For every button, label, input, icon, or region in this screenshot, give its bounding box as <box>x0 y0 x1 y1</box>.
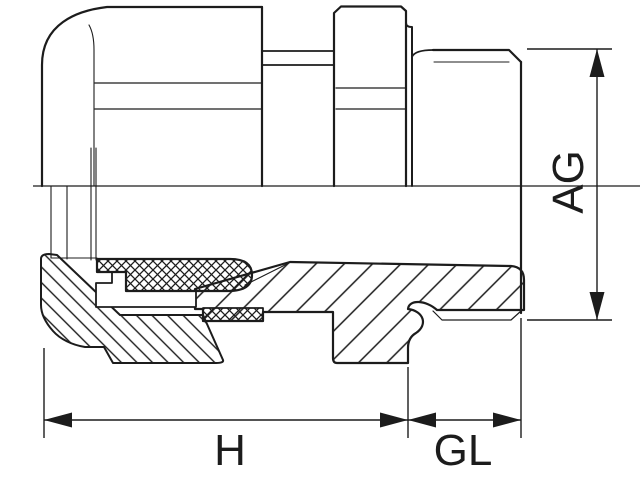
external-view-top-half <box>40 5 523 315</box>
gland-body-section <box>193 260 526 365</box>
section-view-bottom-half <box>40 147 526 365</box>
seal-insert-section <box>95 257 254 293</box>
hex-body-outline <box>332 5 408 188</box>
dim-label-ag: AG <box>544 150 593 214</box>
dimensions <box>43 48 612 438</box>
dim-label-h: H <box>214 426 246 475</box>
bore-edges <box>50 147 98 261</box>
neck-outline <box>261 50 335 66</box>
cap-nut-section <box>40 253 225 364</box>
clamping-cone-edge <box>244 262 290 286</box>
collar-outline <box>405 22 434 187</box>
thread-major-line <box>432 310 522 321</box>
dim-label-gl: GL <box>434 426 493 475</box>
cap-nut-outline <box>40 5 264 188</box>
dimension-arrows <box>44 49 605 428</box>
gasket-section <box>202 307 264 322</box>
